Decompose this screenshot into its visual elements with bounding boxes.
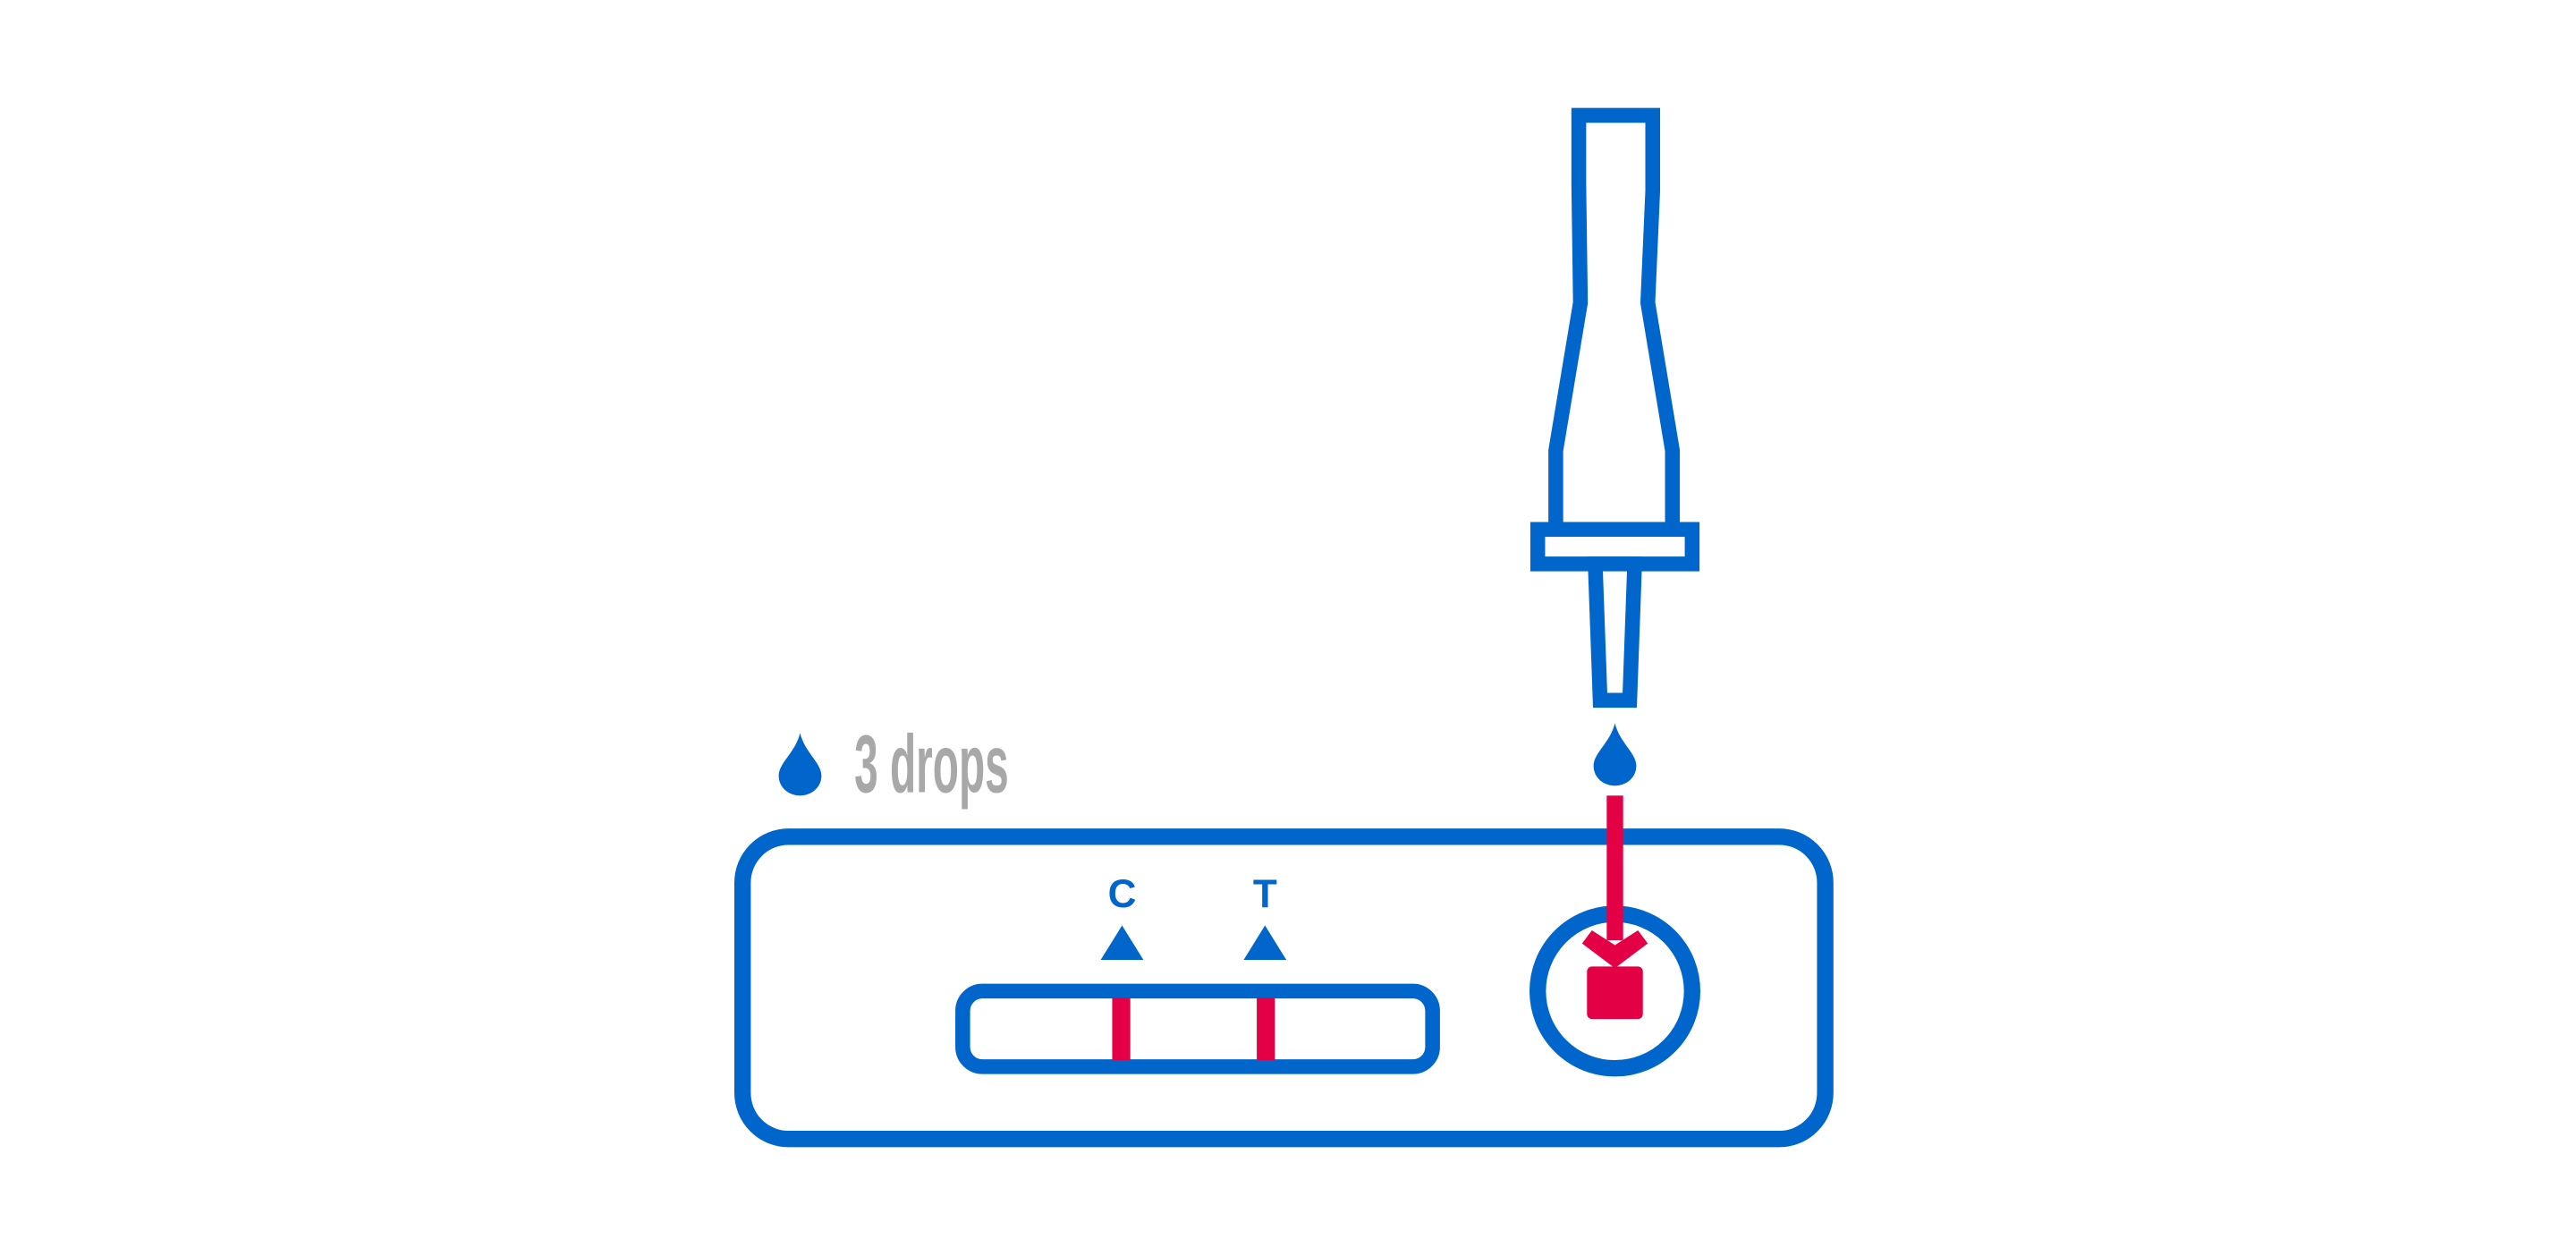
test-label: T	[1253, 872, 1277, 916]
control-marker-icon	[1100, 925, 1144, 961]
result-window	[955, 983, 1440, 1074]
test-line	[1257, 997, 1275, 1061]
drop-icon	[778, 733, 822, 796]
drop-count-label: 3 drops	[854, 719, 1009, 810]
dropper-icon	[1530, 107, 1700, 709]
arrow-down-icon	[1581, 795, 1648, 969]
control-label: C	[1108, 872, 1137, 916]
sample-pad	[1587, 966, 1643, 1020]
test-cassette	[734, 828, 1834, 1148]
drop-icon	[1593, 723, 1637, 786]
test-marker-icon	[1243, 925, 1287, 961]
control-line	[1112, 997, 1131, 1061]
